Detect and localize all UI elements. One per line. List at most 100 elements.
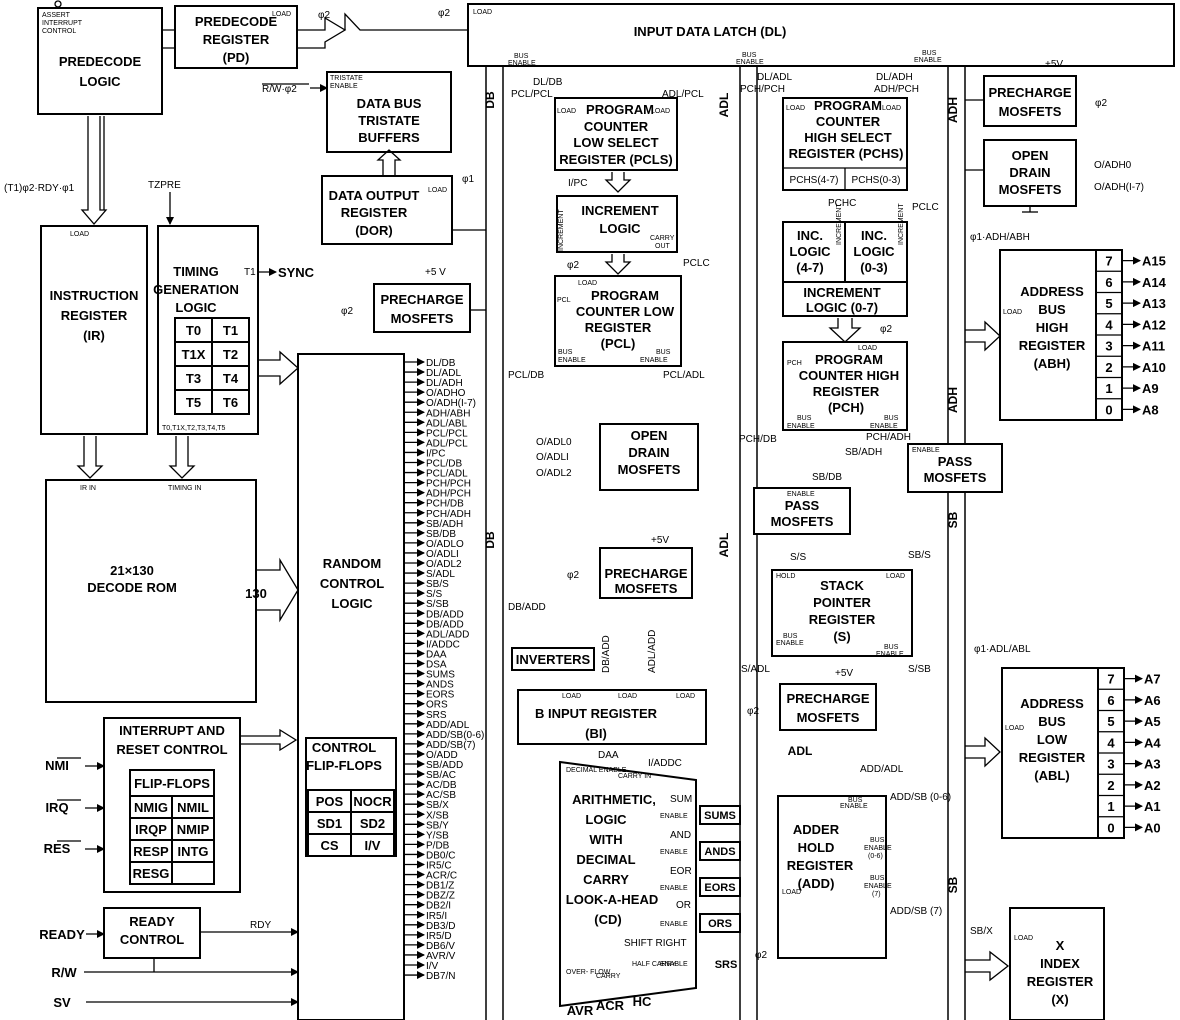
control-signal: P/DB: [426, 840, 450, 851]
svg-text:LOAD: LOAD: [858, 345, 877, 352]
control-signal: DB6/V: [426, 941, 455, 952]
svg-text:LOOK-A-HEAD: LOOK-A-HEAD: [566, 892, 658, 907]
control-signal: SB/X: [426, 800, 449, 811]
control-signal: O/ADD: [426, 750, 458, 761]
timing-state-label: T1: [223, 323, 238, 338]
svg-text:LOAD: LOAD: [272, 11, 291, 18]
control-signal: S/ADL: [426, 569, 455, 580]
svg-text:(4-7): (4-7): [796, 260, 823, 275]
timing-state-cell: [211, 365, 250, 391]
svg-text:PCL: PCL: [557, 297, 571, 304]
timing-state-label: T2: [223, 347, 238, 362]
inc-logic-03-block: INC. LOGIC (0-3) INCREMENT: [844, 203, 908, 283]
control-signal: ORS: [426, 700, 448, 711]
address-bit: 3: [1105, 339, 1112, 354]
svg-text:ENABLE: ENABLE: [640, 357, 668, 364]
b-input-register-block: LOAD LOAD LOAD B INPUT REGISTER (BI): [517, 689, 707, 745]
address-bit: 1: [1107, 799, 1114, 814]
svg-text:MOSFETS: MOSFETS: [797, 710, 860, 725]
db-bus-label-lower: DB: [483, 531, 497, 549]
timing-state-label: T0: [186, 323, 201, 338]
control-signal: SB/AC: [426, 770, 456, 781]
svg-text:PROGRAM: PROGRAM: [586, 102, 654, 117]
control-signal: DB/ADD: [426, 619, 464, 630]
svg-text:+5V: +5V: [1045, 59, 1063, 70]
address-bit: 2: [1107, 778, 1114, 793]
svg-text:BUS: BUS: [884, 644, 899, 651]
svg-text:DECIMAL: DECIMAL: [576, 852, 635, 867]
control-signal: SB/S: [426, 579, 449, 590]
svg-text:ENABLE: ENABLE: [787, 423, 815, 430]
rw-pin: R/W: [51, 965, 77, 980]
rw-phi2-label: R/W·φ2: [262, 84, 297, 95]
svg-text:ANDS: ANDS: [704, 846, 735, 858]
predecode-logic-block: ASSERT INTERRUPT CONTROL PREDECODE LOGIC: [37, 0, 163, 115]
svg-text:φ1: φ1: [462, 174, 474, 185]
control-signal: SB/DB: [426, 529, 456, 540]
svg-text:X: X: [1056, 938, 1065, 953]
svg-text:SB/ADH: SB/ADH: [845, 447, 882, 458]
x-index-register-block: X INDEX REGISTER (X) LOAD SB/X: [970, 907, 1105, 1020]
svg-text:CARRY: CARRY: [650, 235, 675, 242]
svg-text:PCHC: PCHC: [828, 198, 856, 209]
avr-out: AVR: [567, 1003, 594, 1018]
address-pin: A8: [1142, 402, 1159, 417]
control-signal: SRS: [426, 710, 447, 721]
svg-text:INTERRUPT AND: INTERRUPT AND: [119, 723, 225, 738]
alu-block: DECIMAL ENABLE CARRY IN ARITHMETIC, LOGI…: [559, 760, 697, 1008]
address-pin: A2: [1144, 778, 1161, 793]
svg-text:φ2: φ2: [1095, 98, 1107, 109]
interrupt-flipflop-label: IRQP: [135, 822, 167, 837]
svg-text:ENABLE: ENABLE: [876, 651, 904, 658]
svg-text:COUNTER LOW: COUNTER LOW: [576, 304, 675, 319]
pass-mosfets-db-sb: ENABLE PASS MOSFETS SB/DB: [753, 472, 851, 535]
pcl-block: PROGRAM COUNTER LOW REGISTER (PCL) PCL L…: [554, 275, 682, 367]
address-bit: 4: [1107, 735, 1115, 750]
address-pin: A9: [1142, 381, 1159, 396]
svg-text:LOAD: LOAD: [886, 573, 905, 580]
svg-text:O/ADL0: O/ADL0: [536, 437, 572, 448]
address-bit: 7: [1105, 254, 1112, 269]
address-pin: A10: [1142, 360, 1166, 375]
sync-pin: SYNC: [278, 265, 315, 280]
address-bit: 6: [1107, 693, 1114, 708]
svg-text:LOGIC: LOGIC: [853, 244, 895, 259]
ready-pin: READY: [39, 927, 85, 942]
control-signal: Y/SB: [426, 830, 449, 841]
svg-text:TIMING IN: TIMING IN: [168, 485, 201, 492]
svg-text:φ2: φ2: [747, 706, 759, 717]
svg-text:B INPUT REGISTER: B INPUT REGISTER: [535, 706, 658, 721]
control-signal: ACR/C: [426, 871, 457, 882]
svg-text:DL/ADL: DL/ADL: [757, 72, 792, 83]
abl-block: ADDRESS BUS LOW REGISTER (ABL) LOAD φ1·A…: [974, 644, 1125, 839]
svg-text:REGISTER: REGISTER: [341, 205, 408, 220]
svg-text:INVERTERS: INVERTERS: [516, 652, 591, 667]
svg-text:SB/DB: SB/DB: [812, 472, 842, 483]
svg-text:LOAD: LOAD: [676, 693, 695, 700]
t1-phi2-rdy-label: (T1)φ2·RDY·φ1: [4, 183, 75, 194]
svg-text:S/SB: S/SB: [908, 664, 931, 675]
svg-text:LOAD: LOAD: [882, 105, 901, 112]
svg-text:BUS: BUS: [514, 53, 529, 60]
svg-text:BUS: BUS: [848, 797, 863, 804]
svg-text:BUS: BUS: [783, 633, 798, 640]
precharge-mosfets-adh: PRECHARGE MOSFETS +5V φ2: [983, 59, 1107, 127]
address-bit: 0: [1107, 820, 1114, 835]
svg-text:LOAD: LOAD: [1003, 309, 1022, 316]
svg-text:DB/ADD: DB/ADD: [601, 635, 612, 673]
control-signal: ADD/SB(0-6): [426, 730, 484, 741]
control-signal: PCH/PCH: [426, 479, 471, 490]
control-signal: ADL/ABL: [426, 418, 468, 429]
db-bus-label: DB: [483, 91, 497, 109]
svg-text:O/ADH0: O/ADH0: [1094, 160, 1132, 171]
svg-text:INCREMENT: INCREMENT: [898, 203, 905, 245]
control-signal: O/ADLO: [426, 539, 464, 550]
irq-pin: IRQ: [45, 800, 68, 815]
interrupt-flipflop-cell: [171, 861, 215, 885]
flipflop-label: SD2: [360, 816, 385, 831]
svg-text:HOLD: HOLD: [776, 573, 795, 580]
control-signal: PCL/PCL: [426, 428, 468, 439]
